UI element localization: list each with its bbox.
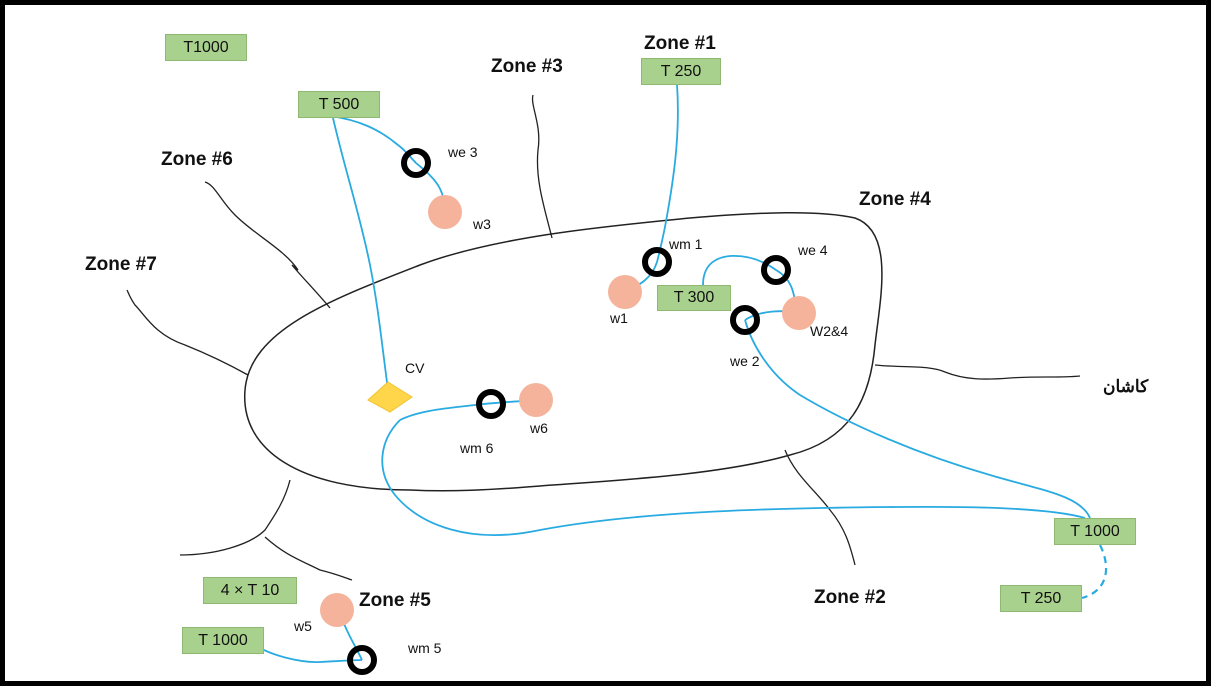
meter-we3 — [401, 148, 431, 178]
zone-1-label: Zone #1 — [644, 33, 716, 54]
zone-6-label: Zone #6 — [161, 149, 233, 170]
zone-5-boundary-a — [179, 479, 291, 556]
meter-we4 — [761, 255, 791, 285]
zone-2-label: Zone #2 — [814, 587, 886, 608]
well-w6 — [519, 383, 553, 417]
well-w1 — [608, 275, 642, 309]
well-w6-label: w6 — [530, 420, 548, 436]
well-w3-label: w3 — [473, 216, 491, 232]
control-valve-label: CV — [405, 360, 425, 376]
well-w5 — [320, 593, 354, 627]
meter-we2 — [730, 305, 760, 335]
zone-6-boundary — [204, 181, 331, 309]
pipe-we2-t1000 — [744, 319, 1091, 519]
zone-4-boundary — [874, 364, 1081, 380]
pipe-cv-wm6-w6 — [399, 399, 537, 421]
meter-we3-label: we 3 — [448, 144, 478, 160]
zone-4-label: Zone #4 — [859, 189, 931, 210]
well-w24-label: W2&4 — [810, 323, 849, 339]
pipe-t1000-wm5 — [254, 644, 363, 663]
meter-wm1-label: wm 1 — [669, 236, 703, 252]
meter-wm6 — [476, 389, 506, 419]
meter-wm1 — [642, 247, 672, 277]
zone-3-boundary — [531, 94, 553, 239]
tank-t250-top: T 250 — [641, 58, 721, 85]
zone-5-boundary-b — [264, 536, 353, 581]
tank-t250-bottom: T 250 — [1000, 585, 1082, 612]
meter-wm5 — [347, 645, 377, 675]
meter-we4-label: we 4 — [798, 242, 828, 258]
pipe-t300-we4-w24 — [702, 255, 797, 314]
well-w5-label: w5 — [294, 618, 312, 634]
zone-7-boundary — [126, 289, 249, 376]
pipe-cv-t1000 — [381, 419, 1086, 536]
meter-wm6-label: wm 6 — [460, 440, 494, 456]
city-label: كاشان — [1103, 377, 1149, 396]
pipe-t500-cv — [332, 117, 389, 391]
well-w24 — [782, 296, 816, 330]
tank-t300: T 300 — [657, 285, 731, 311]
tank-t1000-right: T 1000 — [1054, 518, 1136, 545]
well-w1-label: w1 — [610, 310, 628, 326]
zone-2-boundary — [784, 449, 856, 566]
control-valve-cv — [367, 381, 413, 413]
meter-we2-label: we 2 — [730, 353, 760, 369]
zone-5-label: Zone #5 — [359, 590, 431, 611]
main-area-boundary — [244, 211, 883, 492]
meter-wm5-label: wm 5 — [408, 640, 442, 656]
tank-t1000-topleft: T1000 — [165, 34, 247, 61]
zone-3-label: Zone #3 — [491, 56, 563, 77]
tank-t500: T 500 — [298, 91, 380, 118]
zone-7-label: Zone #7 — [85, 254, 157, 275]
tank-4x-t10: 4 × T 10 — [203, 577, 297, 604]
tank-t1000-bottom: T 1000 — [182, 627, 264, 654]
pipe-t1000-t250-dashed — [1081, 544, 1108, 600]
pipe-t250-w1 — [624, 83, 679, 293]
well-w3 — [428, 195, 462, 229]
